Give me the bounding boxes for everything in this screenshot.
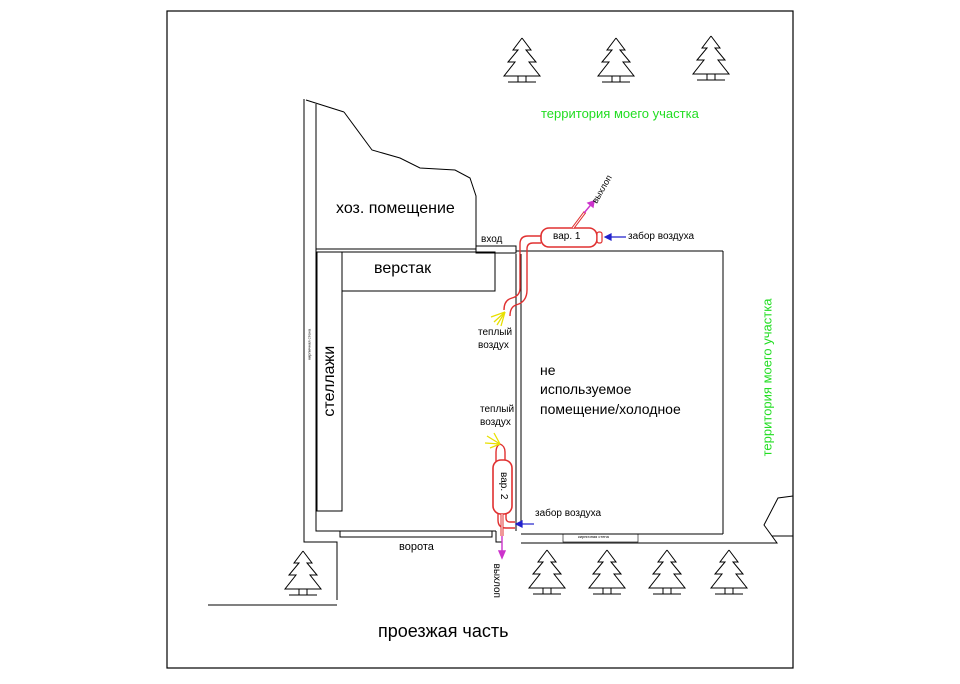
heater-1-duct <box>503 235 541 317</box>
cold-room-line-1: не <box>540 362 556 378</box>
fir-tree-icon <box>597 37 635 83</box>
air-intake-1-label: забор воздуха <box>628 231 695 242</box>
exhaust-2-arrow <box>497 536 507 560</box>
gate-label: ворота <box>399 541 434 553</box>
fir-tree-icon <box>503 37 541 83</box>
fir-tree-icon <box>528 549 566 595</box>
fir-tree-icon <box>710 549 748 595</box>
gate-door <box>339 530 493 538</box>
fir-tree-icon <box>648 549 686 595</box>
warm-air-1-arrows <box>490 311 506 327</box>
fir-tree-icon <box>692 35 730 81</box>
brick-wall-bottom-label: кирпичная стена <box>578 534 609 539</box>
warm-air-2-arrows <box>484 432 501 449</box>
heater-1-label: вар. 1 <box>553 231 581 242</box>
fir-tree-icon <box>588 549 626 595</box>
exhaust-2-label: выхлоп <box>490 563 502 598</box>
brick-wall-bottom-marker <box>562 533 639 543</box>
air-intake-2-label: забор воздуха <box>535 508 602 519</box>
air-intake-1-arrow <box>603 233 626 241</box>
shelves-label: стеллажи <box>320 345 338 417</box>
utility-room-label: хоз. помещение <box>336 200 455 217</box>
workbench-label: верстак <box>374 260 432 277</box>
entrance-door <box>475 245 517 254</box>
exhaust-1-arrow <box>583 199 595 214</box>
shelves-box <box>316 251 343 512</box>
cold-room-line-2: используемое <box>540 381 632 397</box>
heater-2-label: вар. 2 <box>497 472 509 500</box>
my-plot-label-right: территория моего участка <box>759 298 775 457</box>
warm-air-1-line-2: воздух <box>478 340 509 351</box>
air-intake-2-arrow <box>514 520 534 528</box>
warm-air-2-line-1: теплый <box>480 404 515 415</box>
warm-air-2-line-2: воздух <box>480 417 511 428</box>
cold-room-line-3: помещение/холодное <box>540 401 681 417</box>
fir-tree-icon <box>284 550 322 596</box>
heater-1-inlet-cap <box>596 231 603 244</box>
page-frame <box>166 10 794 669</box>
brick-wall-left-label: кирпичная стена <box>306 328 312 360</box>
entrance-label: вход <box>481 234 503 245</box>
warm-air-1-line-1: теплый <box>478 327 513 338</box>
my-plot-label-top: территория моего участка <box>541 106 699 121</box>
road-label: проезжая часть <box>378 621 509 641</box>
